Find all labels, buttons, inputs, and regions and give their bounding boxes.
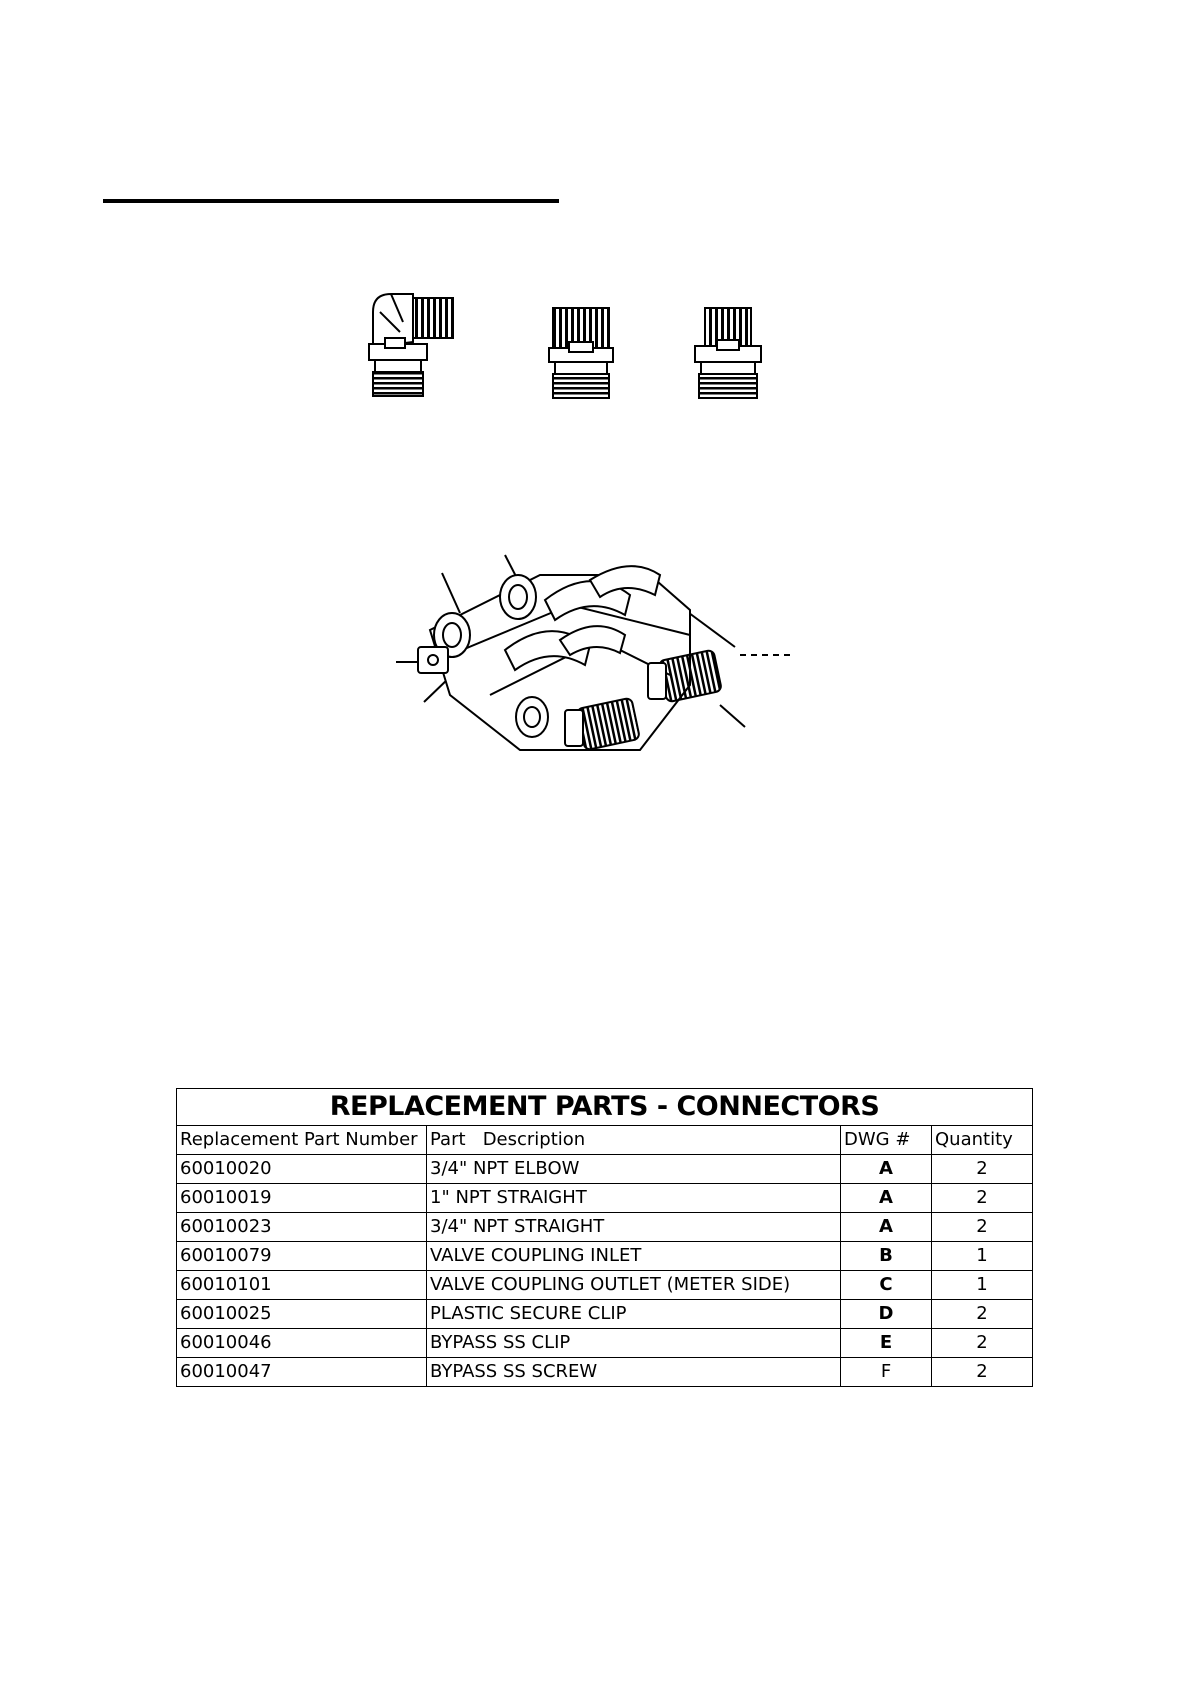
dwg-ref: C xyxy=(840,1270,932,1300)
part-description: 3/4" NPT ELBOW xyxy=(426,1154,841,1184)
elbow-fitting xyxy=(368,293,454,397)
part-number: 60010079 xyxy=(176,1241,427,1271)
quantity: 2 xyxy=(930,1212,1034,1242)
part-description: BYPASS SS SCREW xyxy=(426,1357,841,1387)
part-number: 60010047 xyxy=(176,1357,427,1387)
straight-fitting-34in xyxy=(694,307,762,399)
quantity: 2 xyxy=(930,1183,1034,1213)
dwg-ref: B xyxy=(840,1241,932,1271)
table-title: REPLACEMENT PARTS - CONNECTORS xyxy=(175,1088,1034,1126)
table-row: 60010025 PLASTIC SECURE CLIP D 2 xyxy=(176,1299,1034,1329)
part-number: 60010046 xyxy=(176,1328,427,1358)
part-number: 60010023 xyxy=(176,1212,427,1242)
part-description: BYPASS SS CLIP xyxy=(426,1328,841,1358)
dwg-ref: A xyxy=(840,1154,932,1184)
bypass-valve-drawing xyxy=(396,554,795,751)
header-quantity: Quantity xyxy=(930,1125,1034,1155)
table-header-row: Replacement Part Number Part Description… xyxy=(176,1125,1034,1155)
dwg-ref: D xyxy=(840,1299,932,1329)
table-row: 60010019 1" NPT STRAIGHT A 2 xyxy=(176,1183,1034,1213)
header-part-number: Replacement Part Number xyxy=(176,1125,427,1155)
header-dwg: DWG # xyxy=(840,1125,932,1155)
part-description: 1" NPT STRAIGHT xyxy=(426,1183,841,1213)
dwg-ref: F xyxy=(840,1357,932,1387)
table-title-row: REPLACEMENT PARTS - CONNECTORS xyxy=(175,1088,1034,1126)
quantity: 1 xyxy=(930,1241,1034,1271)
dwg-ref: A xyxy=(840,1183,932,1213)
part-description: VALVE COUPLING INLET xyxy=(426,1241,841,1271)
part-description: 3/4" NPT STRAIGHT xyxy=(426,1212,841,1242)
replacement-parts-table: REPLACEMENT PARTS - CONNECTORS Replaceme… xyxy=(175,1088,1034,1387)
table-row: 60010101 VALVE COUPLING OUTLET (METER SI… xyxy=(176,1270,1034,1300)
quantity: 2 xyxy=(930,1357,1034,1387)
dwg-ref: E xyxy=(840,1328,932,1358)
connector-fittings-drawing xyxy=(368,293,762,399)
table-row: 60010023 3/4" NPT STRAIGHT A 2 xyxy=(176,1212,1034,1242)
part-number: 60010019 xyxy=(176,1183,427,1213)
section-rule xyxy=(103,199,559,203)
part-number: 60010025 xyxy=(176,1299,427,1329)
quantity: 2 xyxy=(930,1299,1034,1329)
table-row: 60010047 BYPASS SS SCREW F 2 xyxy=(176,1357,1034,1387)
part-description: PLASTIC SECURE CLIP xyxy=(426,1299,841,1329)
part-description: VALVE COUPLING OUTLET (METER SIDE) xyxy=(426,1270,841,1300)
straight-fitting-1in xyxy=(548,307,614,399)
header-part-description: Part Description xyxy=(426,1125,841,1155)
quantity: 2 xyxy=(930,1328,1034,1358)
part-number: 60010020 xyxy=(176,1154,427,1184)
quantity: 1 xyxy=(930,1270,1034,1300)
part-number: 60010101 xyxy=(176,1270,427,1300)
quantity: 2 xyxy=(930,1154,1034,1184)
table-row: 60010020 3/4" NPT ELBOW A 2 xyxy=(176,1154,1034,1184)
table-row: 60010079 VALVE COUPLING INLET B 1 xyxy=(176,1241,1034,1271)
dwg-ref: A xyxy=(840,1212,932,1242)
table-row: 60010046 BYPASS SS CLIP E 2 xyxy=(176,1328,1034,1358)
